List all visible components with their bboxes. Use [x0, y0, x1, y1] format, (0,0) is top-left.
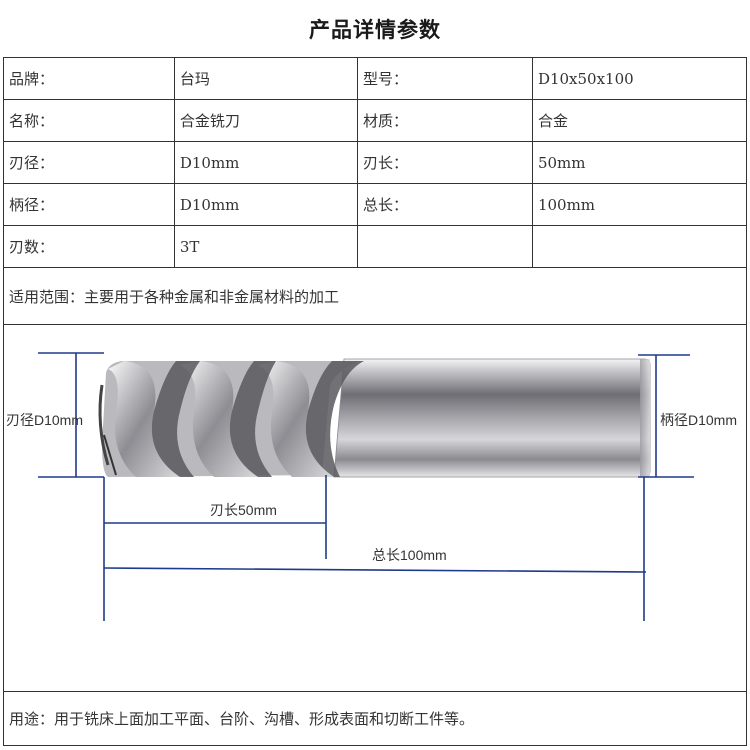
total-length-value: 100mm: [531, 183, 748, 226]
total-length-label: 总长100mm: [372, 547, 447, 563]
shank-diameter-dimension: 柄径D10mm: [638, 354, 737, 478]
model-label: 型号：: [357, 57, 533, 100]
spec-row-brand: 品牌： 台玛 型号： D10x50x100: [3, 57, 748, 100]
spec-row-figure: 刃径D10mm 柄径D10mm 刃长50mm: [3, 324, 747, 692]
brand-value: 台玛: [173, 57, 359, 100]
spec-row-name: 名称： 合金铣刀 材质： 合金: [3, 99, 748, 142]
total-length-label: 总长：: [357, 183, 533, 226]
shank-diameter-label: 柄径：: [3, 183, 175, 226]
brand-label: 品牌：: [3, 57, 175, 100]
name-value: 合金铣刀: [173, 99, 359, 142]
scope-text: 适用范围：主要用于各种金属和非金属材料的加工: [3, 267, 747, 325]
page-title: 产品详情参数: [309, 17, 441, 42]
end-mill-diagram: 刃径D10mm 柄径D10mm 刃长50mm: [6, 352, 737, 621]
blade-diameter-label: 刃径：: [3, 141, 175, 184]
spec-row-usage: 用途：用于铣床上面加工平面、台阶、沟槽、形成表面和切断工件等。: [3, 691, 747, 746]
spec-row-scope: 适用范围：主要用于各种金属和非金属材料的加工: [3, 267, 747, 325]
spec-row-flutes: 刃数： 3T: [3, 225, 748, 268]
empty-cell: [531, 225, 748, 268]
blade-length-dimension: 刃长50mm: [103, 475, 327, 621]
name-label: 名称：: [3, 99, 175, 142]
spec-row-shank: 柄径： D10mm 总长： 100mm: [3, 183, 748, 226]
shank-diameter-label: 柄径D10mm: [660, 412, 737, 428]
blade-diameter-label: 刃径D10mm: [6, 412, 83, 428]
blade-length-value: 50mm: [531, 141, 748, 184]
material-label: 材质：: [357, 99, 533, 142]
figure-cell: 刃径D10mm 柄径D10mm 刃长50mm: [3, 324, 747, 692]
flutes-label: 刃数：: [3, 225, 175, 268]
material-value: 合金: [531, 99, 748, 142]
blade-diameter-value: D10mm: [173, 141, 359, 184]
empty-cell: [357, 225, 533, 268]
blade-length-label: 刃长50mm: [210, 502, 277, 518]
flutes-value: 3T: [173, 225, 359, 268]
model-value: D10x50x100: [531, 57, 748, 100]
spec-row-blade: 刃径： D10mm 刃长： 50mm: [3, 141, 748, 184]
blade-length-label: 刃长：: [357, 141, 533, 184]
shank-diameter-value: D10mm: [173, 183, 359, 226]
spec-table: 品牌： 台玛 型号： D10x50x100 名称： 合金铣刀 材质： 合金 刃径…: [3, 57, 748, 746]
usage-text: 用途：用于铣床上面加工平面、台阶、沟槽、形成表面和切断工件等。: [3, 691, 747, 746]
flute-section: [98, 361, 364, 477]
blade-diameter-dimension: 刃径D10mm: [6, 352, 104, 478]
shank: [333, 358, 651, 478]
total-length-dimension: 总长100mm: [103, 477, 647, 621]
